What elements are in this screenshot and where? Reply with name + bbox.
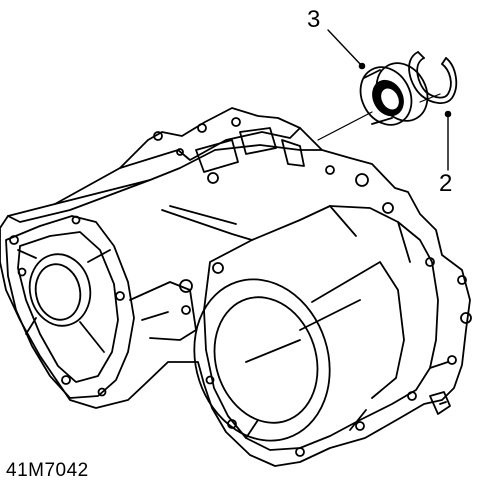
snap-ring-outer — [408, 51, 458, 104]
right-rib-3 — [429, 361, 449, 369]
snap-ring — [408, 51, 458, 104]
left-rib-4 — [25, 317, 37, 335]
right-bore-depth-2 — [299, 299, 361, 331]
boss — [207, 172, 219, 184]
bearing-edge — [363, 69, 393, 125]
snap-ring-gap-1 — [417, 51, 425, 59]
leader-lines — [327, 29, 452, 171]
bearing-outer-front — [359, 66, 413, 126]
right-inner-edge — [245, 339, 301, 363]
right-rib-5 — [245, 419, 259, 439]
left-flange-inner — [17, 231, 119, 383]
drain-plug-tip — [439, 401, 447, 405]
top-pad-2 — [239, 127, 277, 155]
boss — [176, 148, 184, 156]
boss — [181, 305, 191, 315]
bolt-hole — [425, 257, 435, 267]
bolt-hole — [71, 215, 81, 225]
left-rib-2 — [87, 249, 111, 263]
snap-ring-gap-2 — [441, 57, 447, 65]
left-rib-3 — [79, 321, 105, 353]
right-rib-2 — [397, 221, 411, 263]
left-bore-inner — [34, 263, 82, 321]
callout-number-3: 3 — [307, 6, 321, 33]
bolt-hole — [97, 387, 107, 397]
housing-top-ridge — [54, 144, 323, 205]
boss — [153, 131, 163, 141]
bolt-hole — [447, 355, 457, 365]
leader-line-3 — [327, 29, 363, 67]
left-bore-outer — [28, 253, 92, 327]
bolt-hole — [227, 419, 237, 429]
body-step-2 — [141, 311, 169, 321]
callout-number-2: 2 — [439, 170, 453, 197]
bolt-hole — [457, 275, 467, 285]
top-pad-3 — [281, 139, 305, 167]
figure-reference-code: 41M7042 — [6, 460, 89, 481]
boss — [197, 123, 207, 133]
right-flange-outline — [203, 205, 439, 451]
bolt-hole — [212, 262, 224, 274]
housing-top-edge — [7, 179, 151, 223]
bearing-bore — [379, 86, 401, 112]
left-rib-1 — [17, 249, 37, 259]
leader-dot-3 — [358, 62, 366, 70]
bolt-hole — [355, 173, 369, 187]
body-ledge-2 — [169, 205, 237, 225]
right-bore-depth — [311, 261, 405, 399]
transmission-housing — [0, 107, 472, 467]
bolt-hole — [205, 375, 215, 385]
bolt-hole — [115, 291, 125, 301]
right-bore-outer — [193, 278, 331, 442]
housing-outline — [0, 107, 471, 467]
left-flange — [5, 215, 135, 399]
right-bore-inner — [213, 296, 319, 424]
bearing-seal — [359, 62, 429, 126]
snap-ring-inner — [416, 57, 452, 99]
drain-plug — [429, 391, 451, 415]
body-step — [129, 281, 197, 341]
bolt-hole — [325, 165, 335, 175]
bolt-hole — [382, 202, 394, 214]
boss — [179, 279, 193, 293]
right-rib-4 — [349, 409, 367, 431]
bolt-hole — [9, 235, 19, 245]
bolt-hole — [17, 267, 27, 277]
bolt-hole — [407, 391, 417, 401]
body-ledge — [161, 209, 253, 241]
bolt-hole — [355, 421, 365, 431]
top-pad — [195, 139, 239, 173]
bolt-hole — [295, 447, 305, 457]
boss — [231, 117, 241, 127]
bolt-hole — [460, 312, 472, 324]
bolt-hole — [61, 375, 71, 385]
leader-dot-2 — [444, 110, 452, 118]
assembly-axis-line — [317, 93, 441, 141]
right-rib-1 — [329, 205, 357, 237]
